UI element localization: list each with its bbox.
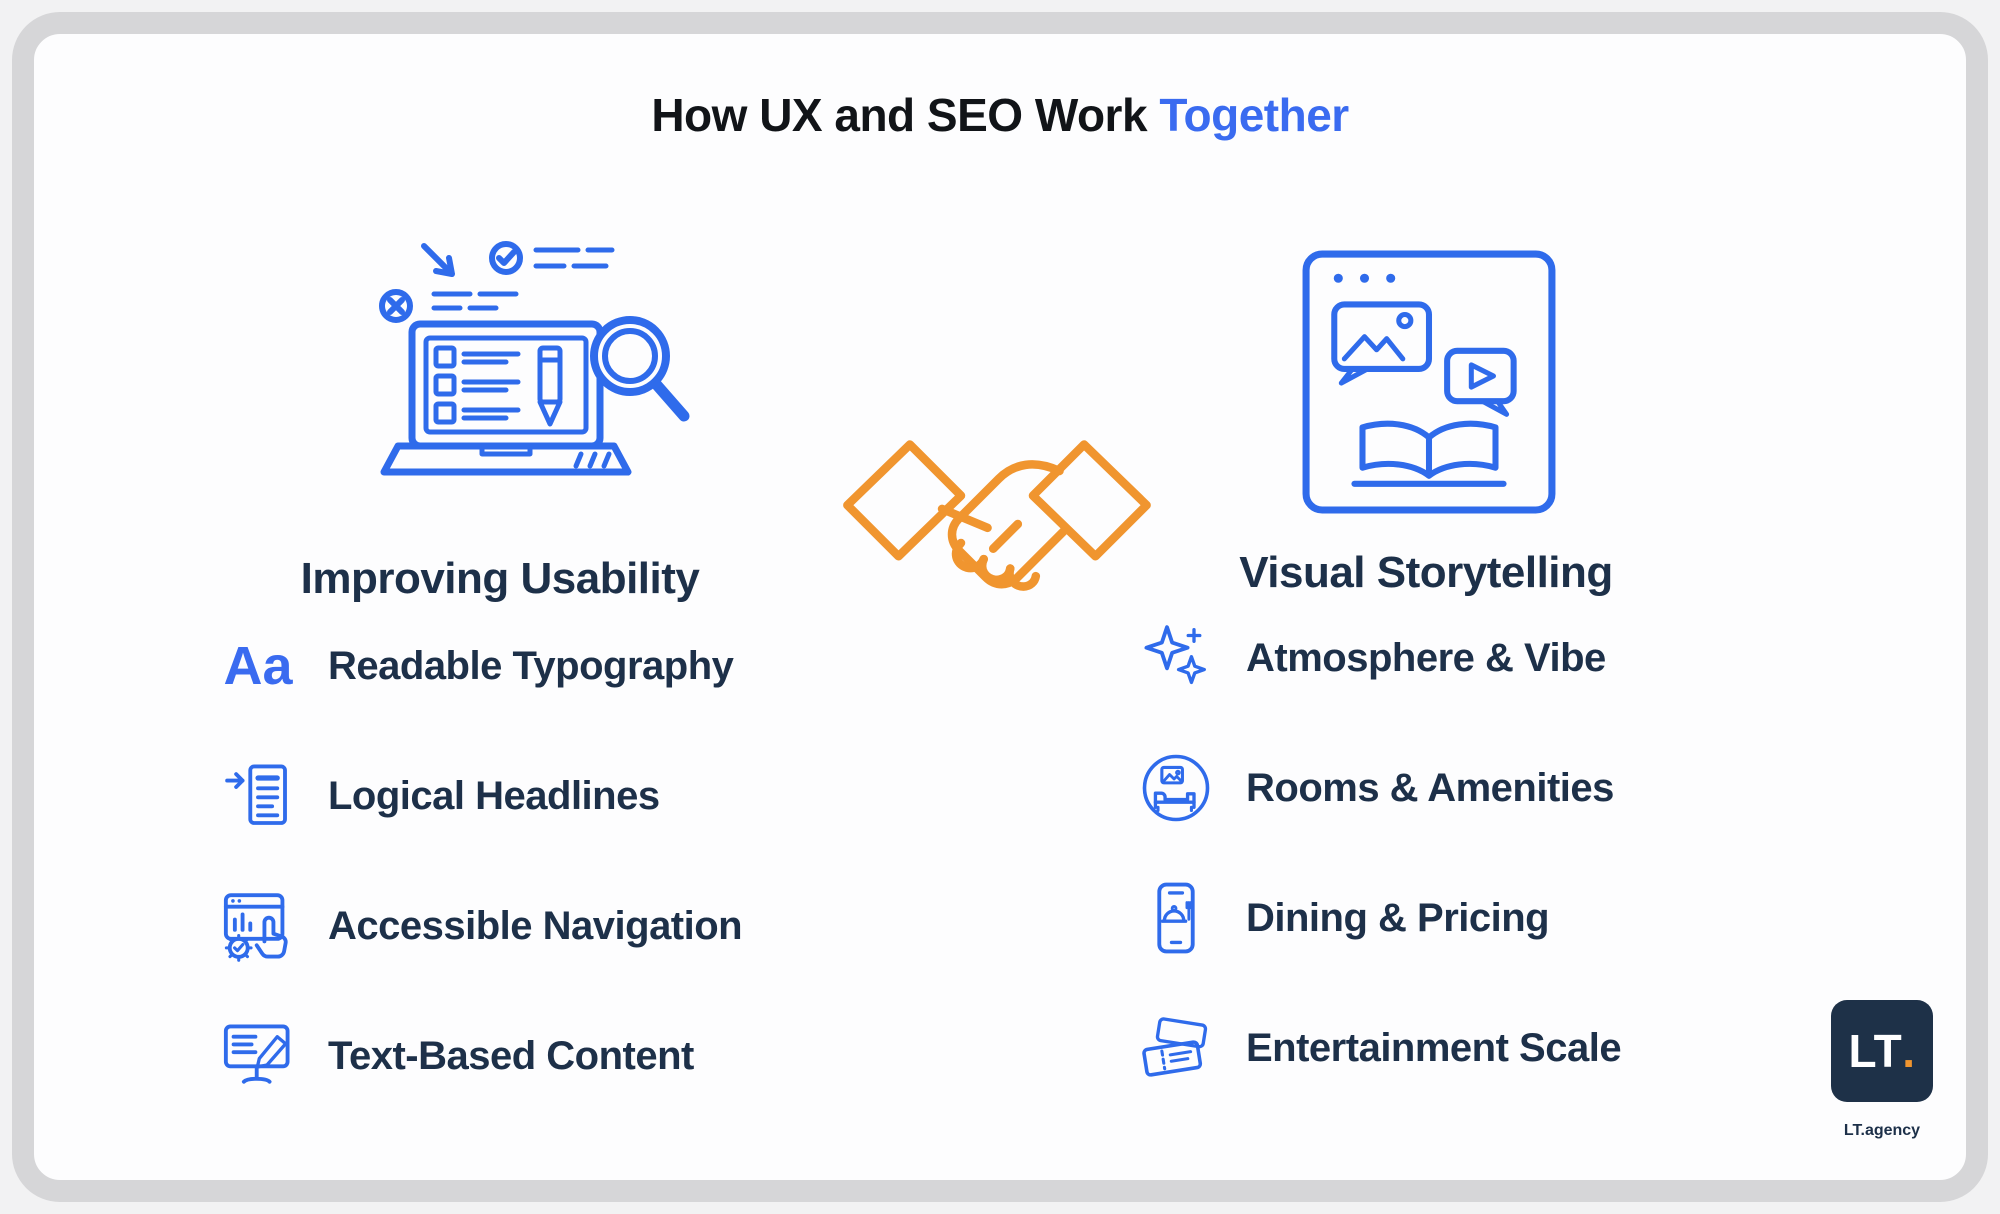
browser-media-art	[1302, 250, 1556, 514]
list-item: Rooms & Amenities	[1128, 738, 1621, 838]
item-label: Accessible Navigation	[328, 903, 743, 948]
logo-caption: LT.agency	[1843, 1122, 1921, 1139]
aa-glyph: Aa	[223, 636, 293, 696]
monitor-pencil-icon	[210, 1020, 306, 1092]
list-item: Atmosphere & Vibe	[1128, 608, 1621, 708]
logo-text: LT	[1848, 1025, 1903, 1077]
handshake-icon	[836, 418, 1158, 636]
left-heading: Improving Usability	[300, 554, 700, 603]
logo-box: LT.	[1831, 1000, 1933, 1102]
item-label: Dining & Pricing	[1246, 895, 1550, 940]
list-item: Text-Based Content	[210, 1006, 742, 1106]
right-heading: Visual Storytelling	[1239, 548, 1613, 597]
brand-logo: LT. LT.agency	[1826, 1000, 1938, 1140]
title-accent: Together	[1159, 89, 1349, 141]
page-title: How UX and SEO Work Together	[0, 88, 2000, 142]
rounded-frame	[12, 12, 1988, 1202]
item-label: Rooms & Amenities	[1246, 765, 1614, 810]
phone-dining-icon	[1128, 882, 1224, 954]
handshake-art	[843, 440, 1151, 591]
item-label: Readable Typography	[328, 643, 734, 688]
tickets-icon	[1128, 1012, 1224, 1084]
right-item-list: Atmosphere & Vibe Rooms & Amenities	[1128, 608, 1622, 1128]
item-label: Atmosphere & Vibe	[1246, 635, 1606, 680]
list-item: Entertainment Scale	[1128, 998, 1622, 1098]
left-item-list: Aa Readable Typography Logical Headlines	[210, 616, 743, 1136]
browser-gear-hand-icon	[210, 890, 306, 962]
typography-aa-icon: Aa	[210, 639, 306, 693]
item-label: Entertainment Scale	[1246, 1025, 1622, 1070]
list-item: Accessible Navigation	[210, 876, 743, 976]
document-arrow-icon	[210, 760, 306, 832]
list-item: Dining & Pricing	[1128, 868, 1621, 968]
seo-checklist-laptop-illustration	[378, 232, 708, 542]
item-label: Logical Headlines	[328, 773, 660, 818]
item-label: Text-Based Content	[328, 1033, 694, 1078]
sparkles-icon	[1128, 622, 1224, 694]
room-bed-icon	[1128, 752, 1224, 824]
logo-dot: .	[1902, 1025, 1916, 1077]
list-item: Logical Headlines	[210, 746, 742, 846]
list-item: Aa Readable Typography	[210, 616, 742, 716]
browser-media-book-illustration	[1298, 246, 1560, 518]
laptop-checklist-art	[379, 241, 690, 476]
title-main: How UX and SEO Work	[651, 89, 1148, 141]
